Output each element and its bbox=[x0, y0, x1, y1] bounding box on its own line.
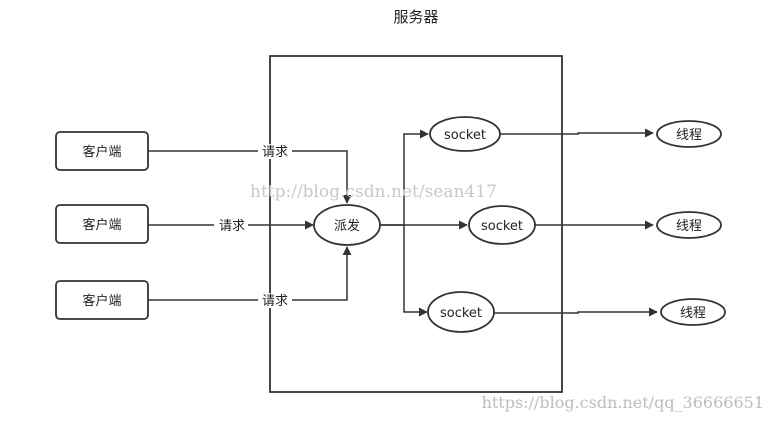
socket-label-1: socket bbox=[444, 128, 486, 143]
client-label-1: 客户端 bbox=[82, 144, 121, 160]
server-title: 服务器 bbox=[393, 8, 438, 26]
thread-label-1: 线程 bbox=[676, 128, 702, 143]
socket-node-1: socket bbox=[429, 116, 501, 152]
thread-connector-3 bbox=[494, 307, 658, 317]
request-label-3: 请求 bbox=[262, 294, 288, 309]
watermark-bottom-right: https://blog.csdn.net/qq_36666651 bbox=[482, 393, 764, 412]
socket-label-2: socket bbox=[481, 219, 523, 234]
dispatch-connector-3 bbox=[403, 225, 428, 317]
dispatch-connector-1 bbox=[380, 129, 429, 226]
client-box-3: 客户端 bbox=[55, 280, 149, 320]
thread-connector-1 bbox=[500, 128, 654, 138]
dispatcher-node: 派发 bbox=[313, 204, 381, 246]
thread-node-3: 线程 bbox=[660, 298, 726, 326]
request-connector-3 bbox=[148, 246, 352, 301]
client-box-2: 客户端 bbox=[55, 204, 149, 244]
socket-label-3: socket bbox=[440, 306, 482, 321]
client-box-1: 客户端 bbox=[55, 131, 149, 171]
request-label-2: 请求 bbox=[219, 219, 245, 234]
socket-node-2: socket bbox=[468, 205, 536, 245]
server-boundary bbox=[269, 55, 563, 393]
request-label-1: 请求 bbox=[262, 145, 288, 160]
client-label-3: 客户端 bbox=[82, 293, 121, 309]
socket-node-3: socket bbox=[427, 291, 495, 333]
client-label-2: 客户端 bbox=[82, 217, 121, 233]
thread-label-2: 线程 bbox=[676, 219, 702, 234]
thread-label-3: 线程 bbox=[680, 306, 706, 321]
thread-node-1: 线程 bbox=[656, 120, 722, 148]
thread-node-2: 线程 bbox=[656, 211, 722, 239]
request-connector-1 bbox=[148, 150, 352, 204]
dispatcher-label: 派发 bbox=[334, 218, 360, 234]
watermark-center: http://blog.csdn.net/sean417 bbox=[250, 182, 497, 202]
